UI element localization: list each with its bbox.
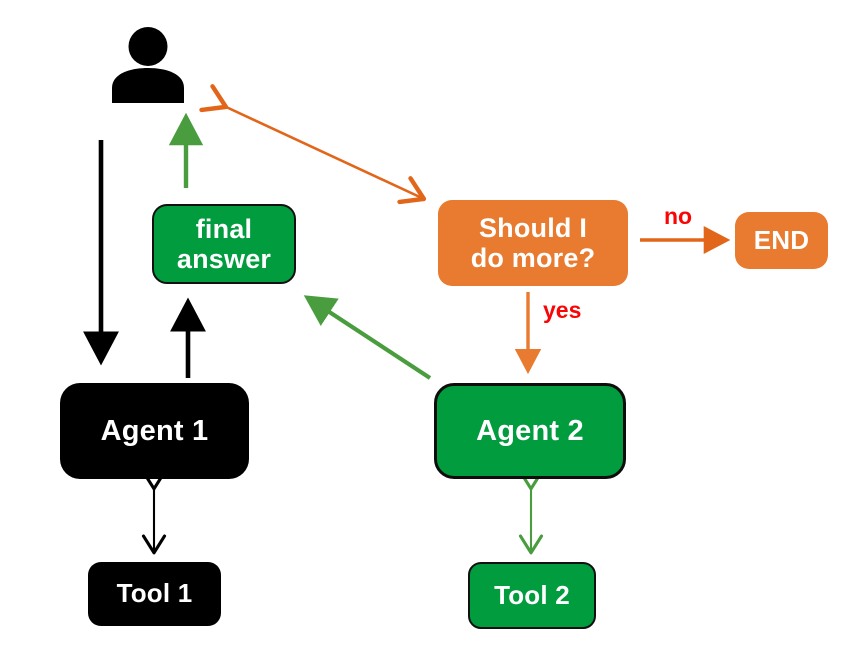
node-tool-1-label: Tool 1 xyxy=(116,578,193,609)
node-decision-label: Should I do more? xyxy=(470,212,596,273)
node-agent-2-label: Agent 2 xyxy=(476,414,584,447)
user-person-icon xyxy=(108,26,188,104)
user-person-icon-glyph xyxy=(112,27,184,103)
node-end-label: END xyxy=(753,224,810,255)
edge-agent2-to-final-answer xyxy=(303,295,432,380)
edge-user-to-decision xyxy=(199,84,427,205)
node-final-answer[interactable]: final answer xyxy=(152,204,296,284)
edge-label-no: no xyxy=(664,203,693,229)
node-tool-2[interactable]: Tool 2 xyxy=(468,562,596,629)
node-decision-should-i-do-more[interactable]: Should I do more? xyxy=(438,200,628,286)
node-agent-1[interactable]: Agent 1 xyxy=(60,383,249,479)
node-tool-1[interactable]: Tool 1 xyxy=(88,562,221,626)
node-tool-2-label: Tool 2 xyxy=(494,579,570,610)
edge-label-yes: yes xyxy=(543,297,582,323)
node-final-answer-label: final answer xyxy=(176,213,272,274)
node-agent-2[interactable]: Agent 2 xyxy=(434,383,626,479)
node-end[interactable]: END xyxy=(735,212,828,269)
node-agent-1-label: Agent 1 xyxy=(100,414,209,447)
